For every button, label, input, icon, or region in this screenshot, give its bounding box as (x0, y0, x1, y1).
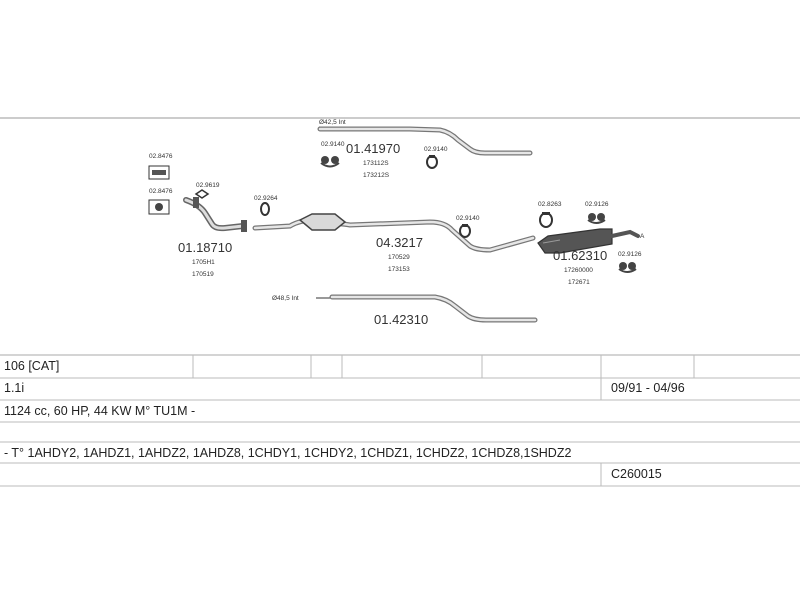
engine-size: 1.1i (4, 381, 25, 395)
muffler-drawing (537, 228, 640, 254)
part-ref: 173153 (388, 266, 410, 273)
upper-pipe-group[interactable]: Ø42,5 Int 02.9140 02.9140 01.41970 17311… (317, 119, 533, 179)
part-number: 01.62310 (553, 248, 607, 263)
part-number: 01.41970 (346, 141, 400, 156)
upper-pipe-drawing (317, 126, 533, 156)
component-code: 02.9140 (456, 215, 480, 222)
catalog-code: C260015 (611, 467, 662, 481)
component-code: 02.8476 (149, 188, 173, 195)
clamp-icon (459, 224, 471, 238)
gasket-box-icon (148, 165, 170, 180)
rubber-hanger-icon (320, 156, 340, 168)
clamp-box-icon (148, 199, 170, 215)
production-period: 09/91 - 04/96 (611, 381, 685, 395)
catalytic-converter-icon (298, 213, 347, 231)
component-code: 02.9126 (618, 251, 642, 258)
component-code: 02.9619 (196, 182, 220, 189)
vehicle-model: 106 [CAT] (4, 359, 60, 373)
rear-silencer-group[interactable]: 02.8263 02.9126 A 02.9126 01.62310 17260… (537, 201, 645, 286)
component-code: 02.8476 (149, 153, 173, 160)
lower-pipe-drawing (329, 294, 538, 323)
component-code: 02.8263 (538, 201, 562, 208)
flange-gasket-icon (194, 189, 210, 199)
ring-gasket-icon (260, 202, 270, 216)
component-code: 02.9140 (424, 146, 448, 153)
part-ref: 173112S (363, 160, 389, 167)
part-number: 04.3217 (376, 235, 423, 250)
part-ref: 1705H1 (192, 259, 215, 266)
end-marker: A (640, 233, 645, 240)
part-ref: 170519 (192, 271, 214, 278)
part-number: 01.42310 (374, 312, 428, 327)
component-code: 02.9126 (585, 201, 609, 208)
component-code: 02.9140 (321, 141, 345, 148)
catalyst-pipe-drawing (252, 213, 536, 253)
part-ref: 172671 (568, 279, 590, 286)
pipe-diameter-label: Ø48,5 Int (272, 295, 299, 302)
engine-specs: 1124 cc, 60 HP, 44 KW M° TU1M - (4, 404, 196, 418)
pipe-diameter-label: Ø42,5 Int (319, 119, 346, 126)
clamp-icon (539, 212, 553, 228)
part-ref: 17260000 (564, 267, 593, 274)
front-pipe-group[interactable]: 02.8476 02.8476 02.9619 02.9264 01.18710… (148, 153, 278, 278)
part-ref: 170529 (388, 254, 410, 261)
rubber-hanger-icon (618, 262, 637, 273)
component-code: 02.9264 (254, 195, 278, 202)
lower-pipe-group[interactable]: Ø48,5 Int 01.42310 (272, 294, 538, 327)
engine-codes: - T° 1AHDY2, 1AHDZ1, 1AHDZ2, 1AHDZ8, 1CH… (4, 446, 572, 460)
part-number: 01.18710 (178, 240, 232, 255)
rubber-hanger-icon (587, 213, 606, 224)
part-ref: 173212S (363, 172, 390, 179)
clamp-icon (426, 155, 438, 169)
front-pipe-drawing (183, 197, 247, 232)
catalyst-pipe-group[interactable]: 02.9140 04.3217 170529 173153 (252, 213, 536, 273)
vehicle-table-grid (0, 355, 800, 487)
